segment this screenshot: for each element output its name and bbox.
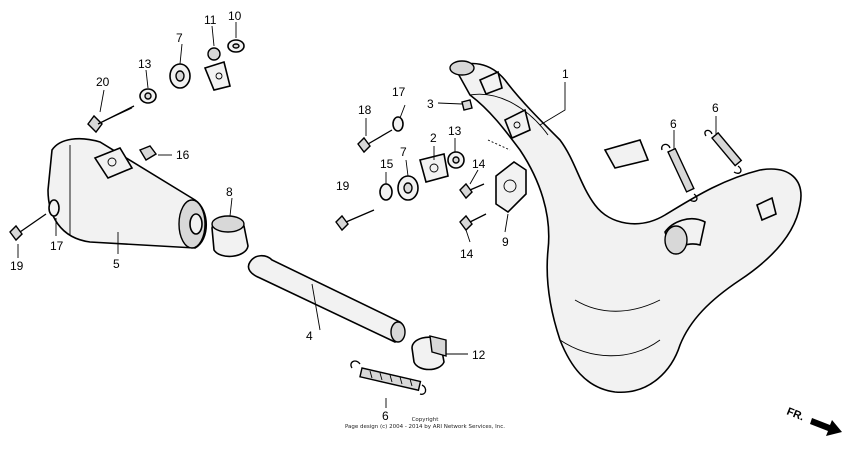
part-20-bolt[interactable] (87, 105, 135, 134)
part-5-silencer[interactable] (47, 137, 207, 249)
part-11-bracket[interactable] (203, 47, 231, 91)
part-14-bolt-lower[interactable] (459, 213, 487, 232)
callout-20: 20 (96, 75, 110, 89)
callout-6-right: 6 (712, 101, 719, 115)
callout-12: 12 (472, 348, 486, 362)
part-6-spring-right[interactable] (704, 129, 743, 174)
front-label: FR. (785, 406, 806, 424)
callout-7-mid: 7 (400, 145, 407, 159)
callouts: 1 2 3 4 5 6 6 6 7 7 8 9 10 11 12 13 13 1… (10, 9, 719, 423)
part-13-collar-mid[interactable] (447, 151, 465, 169)
part-15-washer[interactable] (379, 183, 393, 201)
front-direction-indicator: FR. (785, 406, 842, 436)
part-9-gasket[interactable] (495, 161, 527, 214)
callout-3: 3 (427, 97, 434, 111)
part-18-bolt[interactable] (357, 129, 393, 154)
part-4-connecting-pipe[interactable] (247, 254, 406, 343)
front-arrow-icon (810, 418, 842, 436)
callout-13-left: 13 (138, 57, 152, 71)
copyright-line-2: Page design (c) 2004 - 2014 by ARI Netwo… (345, 424, 505, 430)
part-13-collar-left[interactable] (139, 88, 157, 104)
part-10-nut[interactable] (227, 39, 245, 53)
callout-7-left: 7 (176, 31, 183, 45)
callout-17-left: 17 (50, 239, 64, 253)
callout-4: 4 (306, 329, 313, 343)
callout-16: 16 (176, 148, 190, 162)
callout-19-mid: 19 (336, 179, 350, 193)
copyright-line-1: Copyright (412, 417, 440, 423)
part-17-washer-mid[interactable] (392, 116, 404, 132)
callout-13-mid: 13 (448, 124, 462, 138)
leader-lines (17, 22, 717, 408)
part-14-bolt-upper[interactable] (459, 182, 485, 200)
part-2-plate[interactable] (419, 153, 449, 183)
callout-1: 1 (562, 67, 569, 81)
part-16-nut[interactable] (138, 145, 158, 161)
part-6-spring-bottom[interactable] (350, 360, 427, 395)
part-3-nut[interactable] (461, 99, 473, 111)
callout-6-bottom: 6 (382, 409, 389, 423)
callout-15: 15 (380, 157, 394, 171)
part-17-washer-left[interactable] (48, 199, 60, 217)
callout-10: 10 (228, 9, 242, 23)
callout-18: 18 (358, 103, 372, 117)
callout-9: 9 (502, 235, 509, 249)
part-19-bolt-left[interactable] (9, 213, 47, 242)
callout-14-upper: 14 (472, 157, 486, 171)
part-6-spring-middle[interactable] (661, 143, 698, 202)
part-19-bolt-mid[interactable] (335, 209, 375, 232)
part-1-exhaust-chamber[interactable] (449, 60, 802, 393)
callout-2: 2 (430, 131, 437, 145)
callout-14-lower: 14 (460, 247, 474, 261)
part-12-band[interactable] (411, 335, 447, 371)
callout-8: 8 (226, 185, 233, 199)
callout-17-mid: 17 (392, 85, 406, 99)
callout-5: 5 (113, 257, 120, 271)
part-8-joint-rubber[interactable] (211, 215, 249, 258)
callout-19-left: 19 (10, 259, 24, 273)
part-7-grommet-left[interactable] (169, 63, 191, 89)
callout-11: 11 (204, 13, 217, 27)
callout-6-middle: 6 (670, 117, 677, 131)
part-7-grommet-mid[interactable] (397, 175, 419, 201)
